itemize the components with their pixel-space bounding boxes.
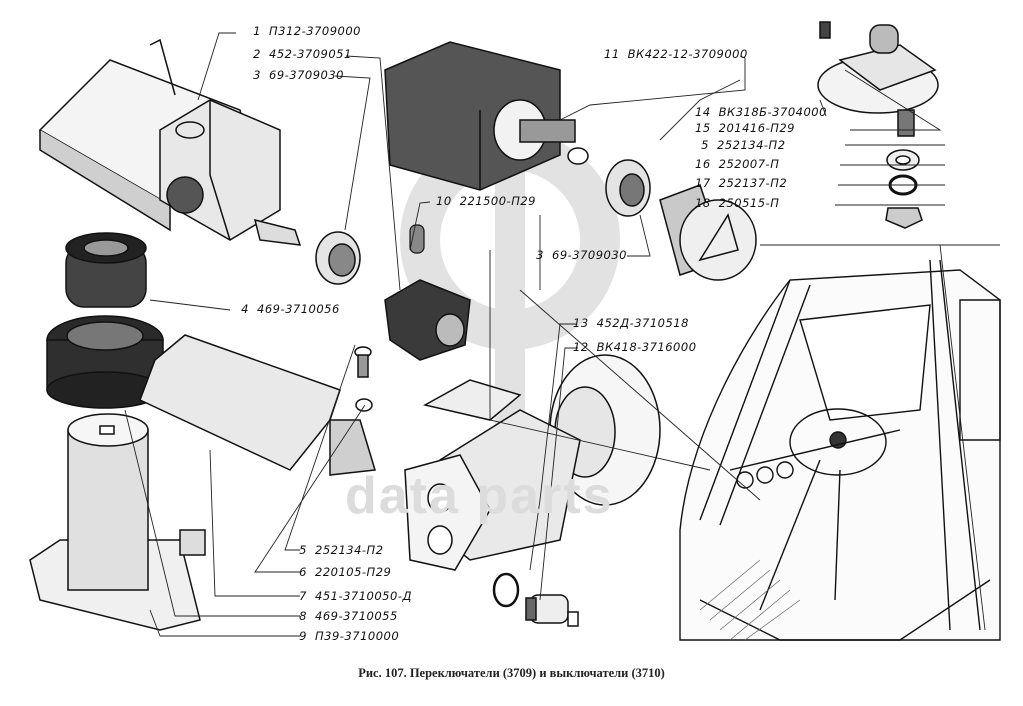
part-number: 69-3709030 — [269, 68, 344, 82]
brake-chamber-switch-icon — [404, 354, 661, 571]
light-switch-icon — [38, 38, 302, 246]
part-number: 452Д-3710518 — [596, 316, 689, 330]
part-number: 220105-П29 — [315, 565, 392, 579]
switch-nut-icon — [315, 231, 361, 285]
callout-16: 16 252007-П — [695, 157, 779, 171]
watermark-text: data parts — [345, 467, 614, 525]
callout-14: 14 ВК318Б-3704000 — [695, 105, 827, 119]
callout-number: 3 — [253, 68, 261, 82]
part-number: 221500-П29 — [459, 194, 536, 208]
callout-number: 16 — [695, 157, 711, 171]
ribbed-boot-icon — [46, 315, 164, 409]
callout-number: 12 — [573, 340, 589, 354]
callout-number: 9 — [299, 629, 307, 643]
callout-number: 11 — [604, 47, 620, 61]
callout-number: 2 — [253, 47, 261, 61]
part-number: 452-3709051 — [269, 47, 352, 61]
part-number: 250515-П — [718, 196, 780, 210]
callout-number: 18 — [695, 196, 711, 210]
knob-body-icon — [384, 279, 471, 361]
part-number: 252137-П2 — [718, 176, 788, 190]
part-number: 252134-П2 — [717, 138, 786, 152]
pressure-switch-icon — [492, 572, 579, 627]
callout-11: 11 ВК422-12-3709000 — [604, 47, 748, 61]
callout-number: 7 — [299, 589, 307, 603]
part-number: П312-3709000 — [269, 24, 361, 38]
callout-7: 7 451-3710050-Д — [293, 589, 412, 603]
bolt-washer-icon — [354, 346, 373, 412]
callout-3: 3 69-3709030 — [247, 68, 344, 82]
part-number: 252134-П2 — [315, 543, 384, 557]
warning-knob-icon — [605, 159, 757, 281]
callout-9: 9 П39-3710000 — [293, 629, 399, 643]
part-number: ВК422-12-3709000 — [627, 47, 748, 61]
callout-number: 14 — [695, 105, 711, 119]
fasteners-icon — [885, 149, 923, 229]
figure-caption: Рис. 107. Переключатели (3709) и выключа… — [358, 666, 665, 680]
cover-plate-icon — [139, 334, 376, 476]
callout-15: 15 201416-П29 — [695, 121, 795, 135]
callout-number: 1 — [253, 24, 261, 38]
callout-2: 2 452-3709051 — [247, 47, 352, 61]
part-number: 252007-П — [718, 157, 780, 171]
part-number: 469-3710055 — [315, 609, 398, 623]
part-number: П39-3710000 — [315, 629, 400, 643]
rubber-boot-icon — [65, 232, 147, 308]
callout-number: 13 — [573, 316, 589, 330]
part-number: 451-3710050-Д — [315, 589, 412, 603]
part-number: ВК318Б-3704000 — [718, 105, 827, 119]
callout-number: 10 — [436, 194, 452, 208]
callout-5b: 5 252134-П2 — [293, 543, 384, 557]
callout-12: 12 ВК418-3716000 — [573, 340, 697, 354]
ignition-switch-icon — [817, 21, 939, 137]
callout-number: 6 — [299, 565, 307, 579]
cab-interior-icon — [679, 259, 1001, 641]
callout-3b: 3 69-3709030 — [530, 248, 627, 262]
part-number: ВК418-3716000 — [596, 340, 697, 354]
callout-6: 6 220105-П29 — [293, 565, 391, 579]
part-number: 201416-П29 — [718, 121, 795, 135]
callout-17: 17 252137-П2 — [695, 176, 787, 190]
callout-number: 5 — [701, 138, 709, 152]
callout-10: 10 221500-П29 — [436, 194, 536, 208]
callout-number: 17 — [695, 176, 711, 190]
callout-number: 5 — [299, 543, 307, 557]
callout-18: 18 250515-П — [695, 196, 779, 210]
callout-number: 3 — [536, 248, 544, 262]
callout-4: 4 469-3710056 — [235, 302, 340, 316]
callout-number: 15 — [695, 121, 711, 135]
stop-signal-switch-icon — [384, 41, 589, 191]
leader-lines — [124, 32, 1000, 637]
part-number: 69-3709030 — [552, 248, 627, 262]
switch-housing-icon — [29, 413, 206, 631]
callout-13: 13 452Д-3710518 — [573, 316, 689, 330]
part-number: 469-3710056 — [257, 302, 340, 316]
callout-number: 8 — [299, 609, 307, 623]
callout-5a: 5 252134-П2 — [695, 138, 786, 152]
callout-8: 8 469-3710055 — [293, 609, 398, 623]
callout-1: 1 П312-3709000 — [247, 24, 361, 38]
callout-number: 4 — [241, 302, 249, 316]
